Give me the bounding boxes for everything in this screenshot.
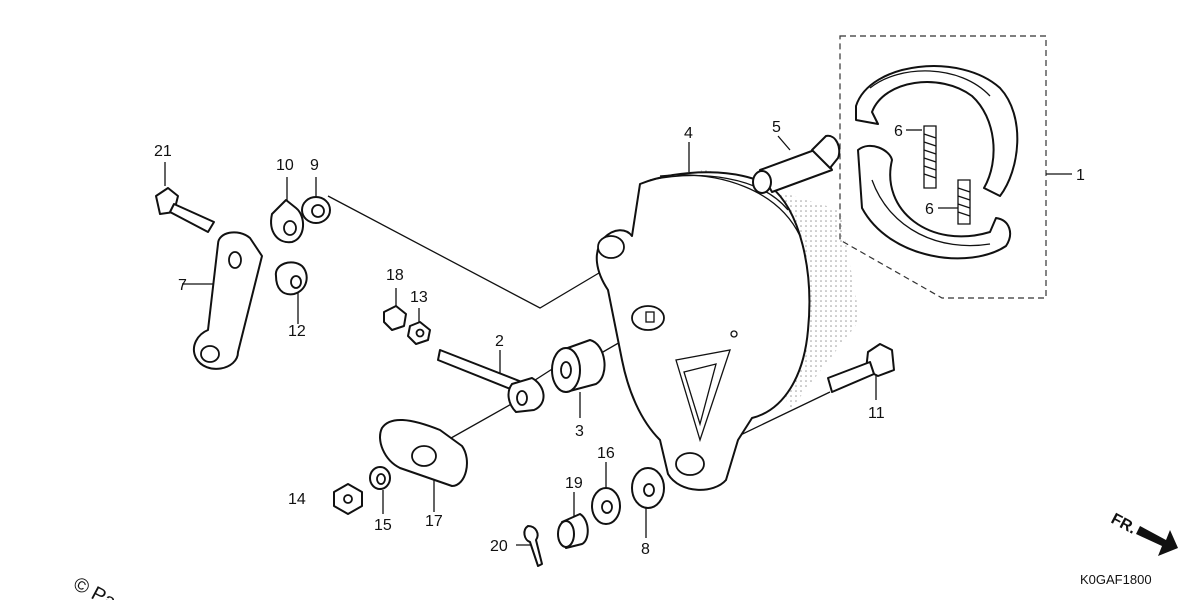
part-label-2: 2 — [495, 333, 504, 350]
collar-19 — [557, 513, 589, 549]
part-label-18: 18 — [386, 267, 404, 284]
brake-shoe-frame — [839, 35, 1047, 299]
part-label-10: 10 — [276, 157, 294, 174]
part-label-6a: 6 — [894, 123, 903, 140]
wear-indicator-plate — [270, 199, 304, 244]
part-label-15: 15 — [374, 517, 392, 534]
brake-shoes — [855, 65, 1019, 260]
part-label-12: 12 — [288, 323, 306, 340]
front-direction-label: FR. — [1108, 511, 1139, 538]
part-label-6b: 6 — [925, 201, 934, 218]
part-label-16: 16 — [597, 445, 615, 462]
copyright-fragment: © Pa — [70, 573, 121, 600]
flange-bolt — [155, 187, 215, 233]
part-label-9: 9 — [310, 157, 319, 174]
plate-17 — [379, 418, 468, 487]
brake-cam — [752, 134, 841, 194]
part-label-11: 11 — [868, 405, 885, 422]
part-label-17: 17 — [425, 513, 443, 530]
part-label-19: 19 — [565, 475, 583, 492]
brake-arm — [192, 231, 263, 370]
nut-14 — [333, 483, 363, 515]
brake-rod-joint — [437, 349, 545, 413]
front-direction-arrow-icon — [1136, 526, 1178, 556]
lock-nut-18 — [383, 305, 407, 331]
dust-seal — [274, 261, 308, 296]
pivot-bolt — [827, 343, 895, 393]
part-label-1: 1 — [1076, 167, 1085, 184]
nut-13 — [407, 321, 431, 345]
part-label-4: 4 — [684, 125, 693, 142]
washer-9 — [301, 196, 331, 224]
drawing-code: K0GAF1800 — [1080, 572, 1152, 587]
part-label-7: 7 — [178, 277, 187, 294]
part-label-3: 3 — [575, 423, 584, 440]
collar — [551, 339, 606, 393]
part-label-14: 14 — [288, 491, 306, 508]
part-label-8: 8 — [641, 541, 650, 558]
brake-springs — [923, 125, 971, 225]
part-label-13: 13 — [410, 289, 428, 306]
part-label-5: 5 — [772, 119, 781, 136]
washer-8 — [631, 467, 665, 509]
washer-16 — [591, 487, 621, 525]
part-labels: 1 2 3 4 5 6 6 7 8 9 10 11 12 13 14 15 16… — [154, 119, 1085, 558]
washer-15 — [369, 466, 391, 490]
part-label-20: 20 — [490, 538, 508, 555]
cotter-pin — [523, 525, 543, 567]
part-label-21: 21 — [154, 143, 172, 160]
brake-panel — [595, 168, 860, 491]
